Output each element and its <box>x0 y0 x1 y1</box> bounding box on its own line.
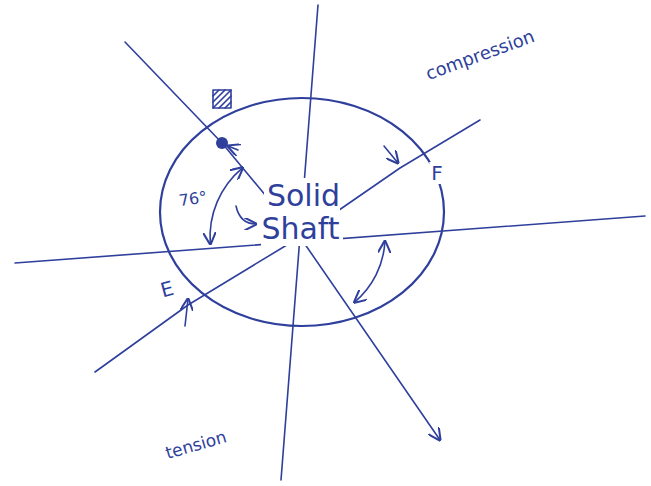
radial-line <box>125 42 440 440</box>
circle-outline <box>160 98 444 326</box>
annotation-label: 76° <box>176 188 210 210</box>
load-point <box>216 137 228 149</box>
shaft-title: Solid Shaft <box>237 179 367 245</box>
rotation-arrow <box>236 206 256 224</box>
tension-arrow <box>185 299 188 326</box>
shaft-circle: Solid Shaft <box>158 96 446 328</box>
angle-arc <box>210 168 242 244</box>
annotation-label: F <box>429 162 445 184</box>
hatched-box <box>213 90 231 108</box>
point-arrow <box>228 146 238 150</box>
force-axis <box>95 120 480 372</box>
annotation-label: compression <box>421 25 539 84</box>
annotation-label: E <box>156 276 178 302</box>
hatched-box <box>213 90 231 108</box>
compression-arrow <box>384 146 398 163</box>
annotation-label: tension <box>161 427 230 463</box>
angle-arc <box>355 241 385 302</box>
